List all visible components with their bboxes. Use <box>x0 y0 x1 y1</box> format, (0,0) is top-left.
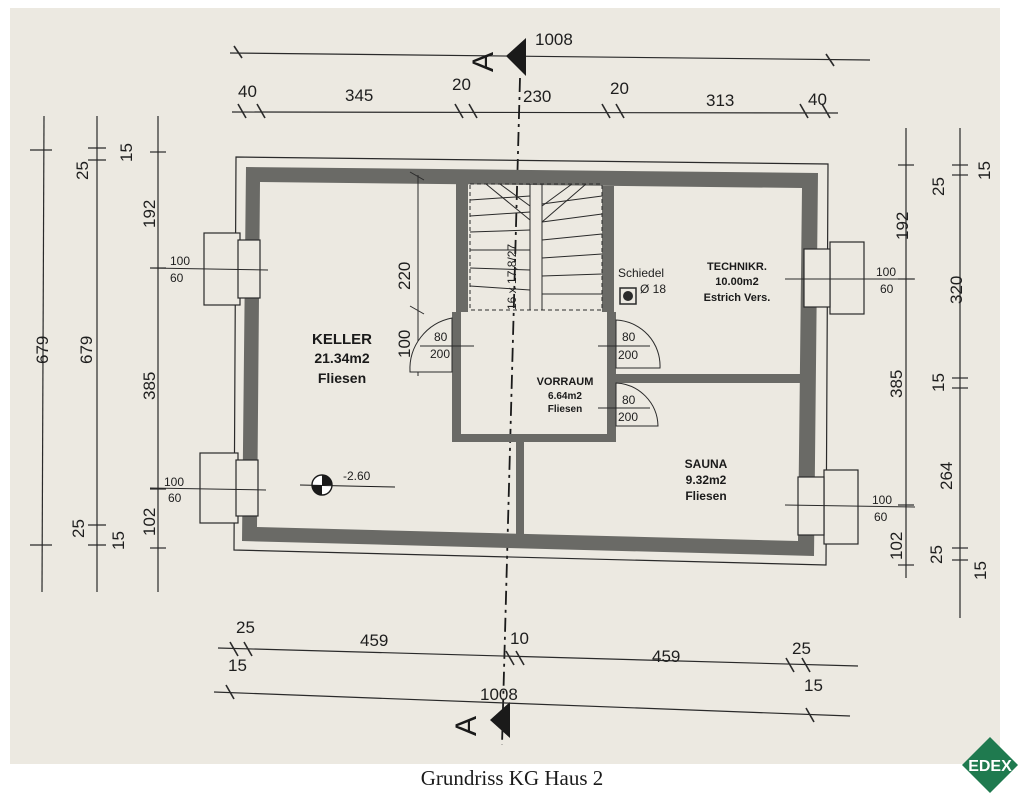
svg-text:A: A <box>450 716 483 736</box>
dim-top-6: 313 <box>706 91 734 110</box>
walls <box>233 156 829 566</box>
dim-right-t4: 15 <box>929 373 948 392</box>
win-lt-h: 60 <box>170 271 184 285</box>
room-technik: TECHNIKR. 10.00m2 Estrich Vers. <box>704 261 771 304</box>
room-keller: KELLER 21.34m2 Fliesen <box>312 331 372 386</box>
svg-text:6.64m2: 6.64m2 <box>548 391 582 402</box>
dim-right-t2: 15 <box>975 161 994 180</box>
win-rb-w: 100 <box>872 493 892 507</box>
dim-left-top-b: 15 <box>117 143 136 162</box>
dim-top-7: 40 <box>808 90 827 109</box>
svg-text:10.00m2: 10.00m2 <box>715 276 758 288</box>
edex-logo-icon: EDEX <box>962 737 1018 793</box>
bottom-dimensions <box>213 641 859 723</box>
win-lb-w: 100 <box>164 475 184 489</box>
section-marker-bottom: A <box>450 702 510 738</box>
plan-caption: Grundriss KG Haus 2 <box>420 766 604 790</box>
dim-bot-overall: 1008 <box>480 685 518 704</box>
dim-right-b1: 25 <box>927 545 946 564</box>
svg-text:TECHNIKR.: TECHNIKR. <box>707 261 767 273</box>
dim-top-overall: 1008 <box>535 30 573 49</box>
window-leaders <box>149 267 916 508</box>
stair-height-100: 100 <box>395 330 414 358</box>
door1-w: 80 <box>434 330 448 344</box>
dim-top-1: 40 <box>238 82 257 101</box>
dim-right-b2: 15 <box>971 561 990 580</box>
right-dimensions <box>898 128 968 618</box>
dim-right-s3: 102 <box>887 532 906 560</box>
dim-left-s3: 102 <box>140 508 159 536</box>
svg-text:EDEX: EDEX <box>968 758 1012 775</box>
dim-bot-b: 15 <box>228 656 247 675</box>
dim-bot-g: 15 <box>804 676 823 695</box>
dim-bot-d: 10 <box>510 629 529 648</box>
room-vorraum: VORRAUM 6.64m2 Fliesen <box>537 376 594 415</box>
dim-left-bot-a: 25 <box>69 519 88 538</box>
section-marker-top: A <box>467 38 526 76</box>
staircase <box>469 183 603 311</box>
left-dimensions <box>30 115 166 593</box>
dim-left-outer: 679 <box>33 336 52 364</box>
door3-w: 80 <box>622 393 636 407</box>
svg-text:21.34m2: 21.34m2 <box>314 350 369 366</box>
door2-h: 200 <box>618 348 638 362</box>
chimney <box>619 287 637 305</box>
dim-right-s2: 385 <box>887 370 906 398</box>
win-rt-h: 60 <box>880 282 894 296</box>
dim-bot-e: 459 <box>652 647 680 666</box>
svg-text:Fliesen: Fliesen <box>318 370 366 386</box>
svg-text:Fliesen: Fliesen <box>548 404 582 415</box>
top-dimensions <box>229 45 871 119</box>
dim-top-2: 345 <box>345 86 373 105</box>
doors <box>409 317 661 427</box>
dim-bot-a: 25 <box>236 618 255 637</box>
stair-height-220: 220 <box>395 262 414 290</box>
win-lb-h: 60 <box>168 491 182 505</box>
chimney-label: Schiedel <box>618 266 664 280</box>
svg-text:A: A <box>467 52 500 72</box>
door1-h: 200 <box>430 347 450 361</box>
svg-text:KELLER: KELLER <box>312 331 372 348</box>
level-value: -2.60 <box>343 469 371 483</box>
level-marker-icon <box>299 474 396 496</box>
chimney-diameter: Ø 18 <box>640 282 666 296</box>
dim-right-s1: 192 <box>893 212 912 240</box>
door-leaders <box>420 345 650 409</box>
door2-w: 80 <box>622 330 636 344</box>
win-lt-w: 100 <box>170 254 190 268</box>
svg-text:9.32m2: 9.32m2 <box>686 473 727 487</box>
section-axis <box>501 77 521 746</box>
dim-top-3: 20 <box>452 75 471 94</box>
dim-top-5: 20 <box>610 79 629 98</box>
door3-h: 200 <box>618 410 638 424</box>
dim-bot-c: 459 <box>360 631 388 650</box>
stair-label: 16 x 17,8/27 <box>505 244 519 310</box>
dim-right-t1: 25 <box>929 177 948 196</box>
svg-text:Fliesen: Fliesen <box>685 489 726 503</box>
dim-left-top-a: 25 <box>73 161 92 180</box>
svg-text:SAUNA: SAUNA <box>685 457 728 471</box>
dim-left-bot-b: 15 <box>109 531 128 550</box>
dim-right-t3: 320 <box>947 276 966 304</box>
win-rt-w: 100 <box>876 265 896 279</box>
win-rb-h: 60 <box>874 510 888 524</box>
dim-left-inner: 679 <box>77 336 96 364</box>
dim-right-t5: 264 <box>937 462 956 490</box>
svg-text:VORRAUM: VORRAUM <box>537 376 594 388</box>
dim-left-s1: 192 <box>140 200 159 228</box>
dim-left-s2: 385 <box>140 372 159 400</box>
dim-top-4: 230 <box>523 87 551 106</box>
room-sauna: SAUNA 9.32m2 Fliesen <box>685 457 728 503</box>
svg-text:Estrich Vers.: Estrich Vers. <box>704 292 771 304</box>
dim-bot-f: 25 <box>792 639 811 658</box>
